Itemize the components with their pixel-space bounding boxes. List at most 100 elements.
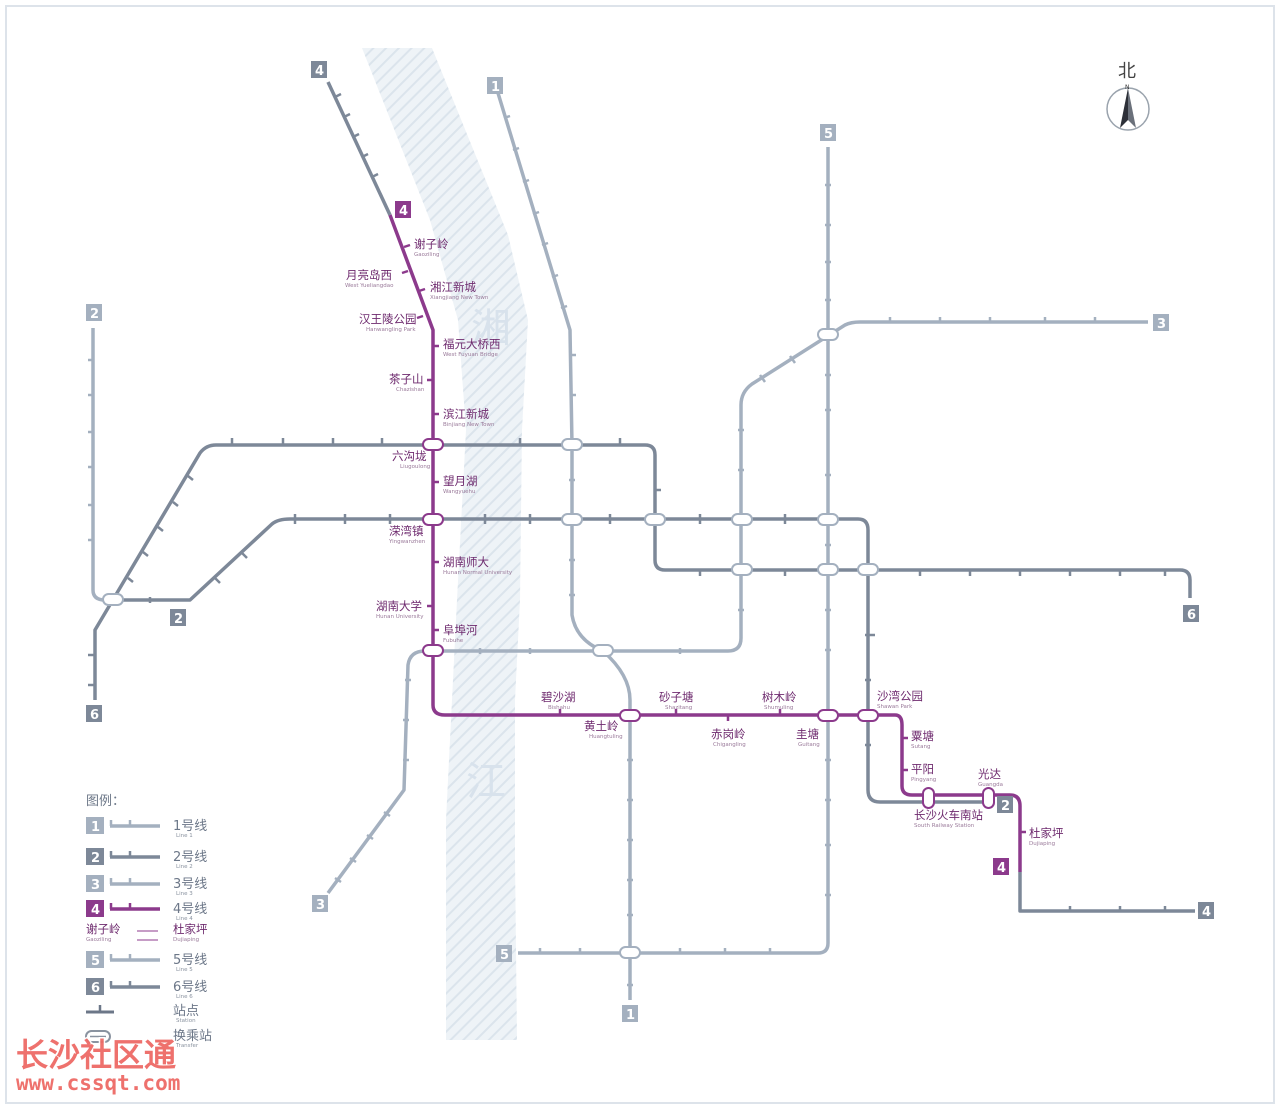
north-arrow-icon: [1120, 88, 1136, 128]
svg-text:六沟垅: 六沟垅: [392, 449, 427, 463]
station-label: 汉王陵公园 Hanwangling Park: [359, 312, 417, 333]
line-3-badge: 3: [1153, 314, 1169, 332]
svg-text:Bishahu: Bishahu: [548, 705, 570, 711]
legend-item-line-2: 2 2号线 Line 2: [86, 848, 207, 870]
transfer-station: [731, 563, 753, 576]
svg-text:6: 6: [91, 981, 100, 996]
svg-text:Wangyuehu: Wangyuehu: [443, 489, 476, 495]
station-label: 湘江新城 Xiangjiang New Town: [430, 280, 489, 301]
svg-text:Line 3: Line 3: [176, 891, 193, 897]
station-label: 圭塘 Guitang: [796, 727, 820, 748]
legend-item-line-3: 3 3号线 Line 3: [86, 875, 207, 897]
svg-text:1号线: 1号线: [173, 819, 207, 834]
line-badges: 1 1 2 2 2 3 3 4: [86, 61, 1214, 1023]
transfer-station: [817, 328, 839, 341]
transfer-station: [422, 644, 444, 657]
svg-text:长沙火车南站: 长沙火车南站: [914, 808, 983, 822]
transfer-station: [422, 438, 444, 451]
svg-text:湘江新城: 湘江新城: [430, 280, 476, 294]
svg-text:West Fuyuan Bridge: West Fuyuan Bridge: [443, 352, 499, 358]
station-label: 杜家坪 Dujiaping: [1029, 826, 1064, 847]
station-ticks: [88, 92, 1167, 987]
station-label: 砂子塘 Shazitang: [659, 690, 694, 711]
transfer-station: [592, 644, 614, 657]
svg-text:Hanwangling Park: Hanwangling Park: [366, 327, 416, 333]
svg-text:5: 5: [91, 954, 100, 969]
svg-text:4: 4: [315, 64, 324, 79]
line-6: [93, 443, 1192, 700]
svg-text:溁湾镇: 溁湾镇: [389, 524, 424, 538]
station-label: 平阳 Pingyang: [911, 762, 936, 783]
svg-text:1: 1: [491, 80, 500, 95]
watermark-title: 长沙社区通: [16, 1036, 176, 1074]
svg-text:茶子山: 茶子山: [389, 372, 424, 386]
svg-text:Gaoziling: Gaoziling: [414, 252, 439, 258]
station-label: 树木岭 Shumuling: [762, 690, 797, 711]
line-5: [518, 147, 830, 955]
svg-text:Line 1: Line 1: [176, 833, 193, 839]
svg-text:Shazitang: Shazitang: [665, 705, 692, 711]
line-3-badge: 3: [312, 895, 328, 913]
svg-text:Station: Station: [176, 1018, 196, 1024]
station-label: 谢子岭 Gaoziling: [414, 237, 449, 258]
transfer-station: [817, 513, 839, 526]
svg-text:换乘站: 换乘站: [173, 1029, 212, 1044]
svg-text:4: 4: [997, 861, 1006, 876]
svg-text:2: 2: [1001, 799, 1010, 814]
transfer-stations: [102, 328, 995, 959]
svg-text:Dujiaping: Dujiaping: [1029, 841, 1055, 847]
svg-text:赤岗岭: 赤岗岭: [711, 727, 746, 741]
transfer-station: [102, 593, 124, 606]
transfer-station: [857, 709, 879, 722]
svg-text:Shumuling: Shumuling: [764, 705, 793, 711]
legend-item-line-6: 6 6号线 Line 6: [86, 978, 207, 1000]
transfer-station: [817, 709, 839, 722]
svg-text:平阳: 平阳: [911, 762, 934, 776]
station-label: 滨江新城 Binjiang New Town: [443, 407, 495, 428]
svg-text:砂子塘: 砂子塘: [659, 690, 694, 704]
svg-text:South Railway Station: South Railway Station: [914, 823, 975, 829]
svg-text:4号线: 4号线: [173, 902, 207, 917]
svg-text:谢子岭: 谢子岭: [86, 922, 121, 936]
svg-text:Sutang: Sutang: [911, 744, 930, 750]
svg-text:阜埠河: 阜埠河: [443, 623, 478, 637]
svg-text:Yingwanzhen: Yingwanzhen: [388, 539, 426, 545]
legend-item-line-1: 1 1号线 Line 1: [86, 817, 207, 839]
transfer-station: [857, 563, 879, 576]
station-label: 湖南大学 Hunan University: [376, 599, 424, 620]
svg-text:6: 6: [1187, 608, 1196, 623]
line-4-badge: 4: [311, 61, 327, 79]
transfer-station: [982, 787, 995, 809]
line-5-badge: 5: [496, 945, 512, 963]
transfer-station: [731, 513, 753, 526]
svg-text:Xiangjiang New Town: Xiangjiang New Town: [430, 295, 489, 301]
svg-text:5: 5: [500, 948, 509, 963]
svg-text:光达: 光达: [978, 767, 1001, 781]
svg-text:Pingyang: Pingyang: [911, 777, 936, 783]
station-label: 湖南师大 Hunan Normal University: [443, 555, 513, 576]
svg-text:6: 6: [90, 708, 99, 723]
line-5-badge: 5: [820, 124, 836, 142]
svg-text:2: 2: [91, 851, 100, 866]
svg-text:5: 5: [824, 127, 833, 142]
svg-text:粟塘: 粟塘: [911, 729, 934, 743]
line-6-badge: 6: [1183, 605, 1199, 623]
svg-text:杜家坪: 杜家坪: [1029, 826, 1064, 840]
transfer-station: [422, 513, 444, 526]
svg-text:汉王陵公园: 汉王陵公园: [359, 312, 417, 326]
station-label: 长沙火车南站 South Railway Station: [914, 808, 983, 829]
station-label: 赤岗岭 Chigangling: [711, 727, 746, 748]
station-label: 茶子山 Chazishan: [389, 372, 425, 393]
svg-text:Chigangling: Chigangling: [713, 742, 746, 748]
svg-text:Line 5: Line 5: [176, 967, 193, 973]
map-frame: [5, 5, 1275, 1104]
line-1-badge: 1: [487, 77, 503, 95]
svg-text:3: 3: [91, 878, 100, 893]
station-label: 月亮岛西 West Yueliangdao: [345, 268, 394, 289]
line-6-badge: 6: [86, 705, 102, 723]
watermark: 长沙社区通 www.cssqt.com: [15, 1035, 182, 1097]
svg-text:望月湖: 望月湖: [443, 474, 478, 488]
svg-text:福元大桥西: 福元大桥西: [443, 337, 501, 351]
svg-text:黄土岭: 黄土岭: [584, 719, 619, 733]
